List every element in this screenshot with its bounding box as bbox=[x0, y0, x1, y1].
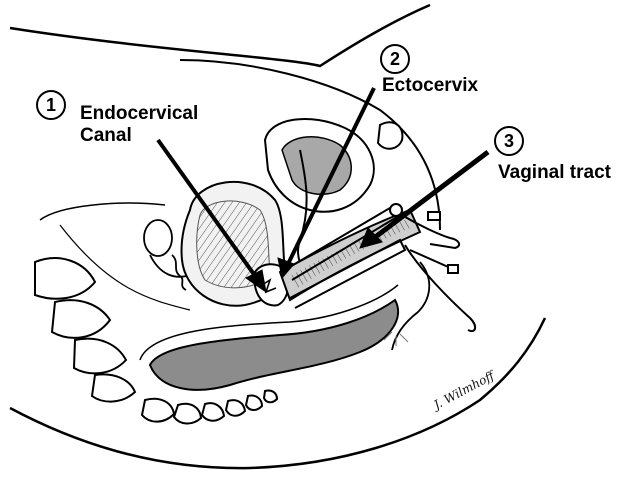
label-number-3: 3 bbox=[494, 126, 524, 156]
label-ectocervix: Ectocervix bbox=[382, 75, 478, 97]
rectum bbox=[150, 300, 398, 390]
label-endocervical-line1: Endocervical bbox=[80, 103, 198, 125]
arrow-vaginal-tract bbox=[360, 152, 488, 248]
body-outline-upper bbox=[10, 5, 430, 66]
inner-pelvic-line bbox=[40, 203, 165, 220]
label-number-1: 1 bbox=[36, 90, 66, 120]
pubic-bone bbox=[378, 122, 402, 148]
label-vaginal-tract: Vaginal tract bbox=[498, 162, 611, 184]
label-number-2: 2 bbox=[380, 44, 410, 74]
label-endocervical-line2: Canal bbox=[80, 125, 132, 147]
